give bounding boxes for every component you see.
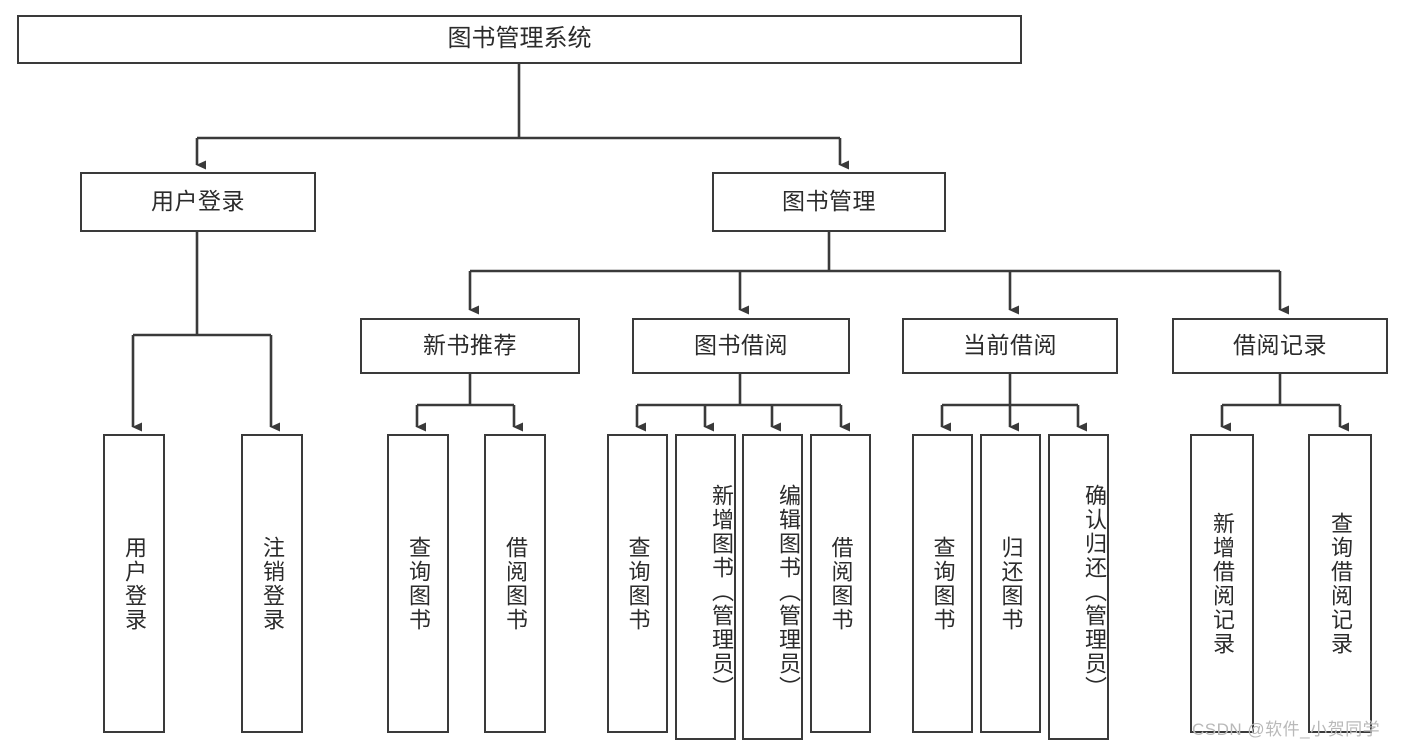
node-root-system[interactable]: 图书管理系统 bbox=[17, 15, 1022, 64]
node-leaf-query-book-1[interactable]: 查询图书 bbox=[387, 434, 449, 733]
watermark-text: CSDN @软件_小贺同学 bbox=[1192, 720, 1381, 739]
node-new-book-recommend[interactable]: 新书推荐 bbox=[360, 318, 580, 374]
node-leaf-borrow-book-2[interactable]: 借阅图书 bbox=[810, 434, 871, 733]
node-leaf-query-book-3[interactable]: 查询图书 bbox=[912, 434, 973, 733]
node-leaf-return-book[interactable]: 归还图书 bbox=[980, 434, 1041, 733]
node-leaf-logout[interactable]: 注销登录 bbox=[241, 434, 303, 733]
node-book-borrow[interactable]: 图书借阅 bbox=[632, 318, 850, 374]
node-leaf-query-record[interactable]: 查询借阅记录 bbox=[1308, 434, 1372, 733]
node-leaf-add-record[interactable]: 新增借阅记录 bbox=[1190, 434, 1254, 733]
node-leaf-add-book[interactable]: 新增图书（管理员） bbox=[675, 434, 736, 740]
node-book-manage[interactable]: 图书管理 bbox=[712, 172, 946, 232]
node-leaf-edit-book[interactable]: 编辑图书（管理员） bbox=[742, 434, 803, 740]
node-leaf-confirm-return[interactable]: 确认归还（管理员） bbox=[1048, 434, 1109, 740]
node-current-borrow[interactable]: 当前借阅 bbox=[902, 318, 1118, 374]
node-leaf-query-book-2[interactable]: 查询图书 bbox=[607, 434, 668, 733]
node-leaf-user-login[interactable]: 用户登录 bbox=[103, 434, 165, 733]
node-borrow-record[interactable]: 借阅记录 bbox=[1172, 318, 1388, 374]
node-leaf-borrow-book-1[interactable]: 借阅图书 bbox=[484, 434, 546, 733]
node-user-login[interactable]: 用户登录 bbox=[80, 172, 316, 232]
